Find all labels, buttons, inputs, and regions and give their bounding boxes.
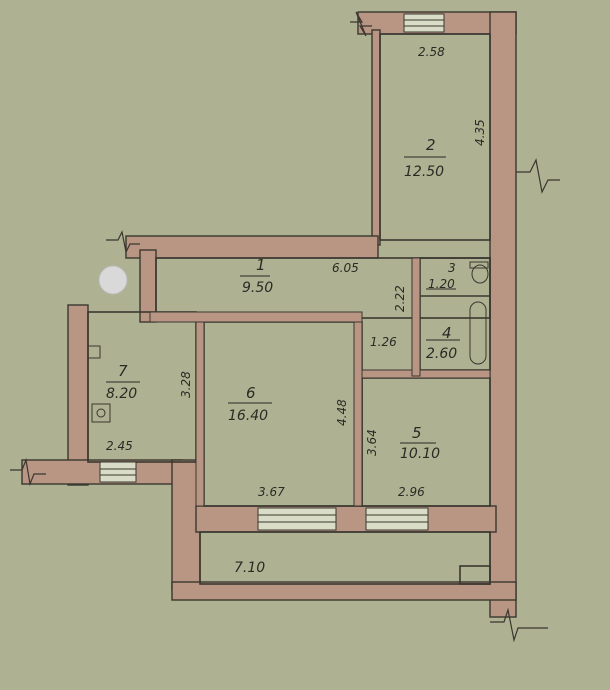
room-3-number: 3: [448, 261, 456, 275]
fixtures: [87, 261, 489, 423]
break-mark-left-lower: [10, 457, 46, 487]
bathtub-icon: [469, 301, 487, 365]
toilet-icon: [471, 264, 489, 284]
wall-corridor-bottom: [149, 311, 363, 323]
room-5-number: 5: [412, 424, 422, 442]
stove-icon: [91, 403, 111, 423]
room-labels: 2 12.50 1 9.50 3 1.20 4 2.60 5 10.10 6 1…: [106, 136, 457, 462]
dim-room6-length: 4.48: [335, 399, 349, 426]
dim-room6-width: 3.67: [258, 485, 285, 499]
windows: [99, 13, 445, 531]
break-mark-left-upper: [106, 230, 140, 254]
outer-walls: [21, 11, 517, 618]
dim-balcony: 7.10: [234, 560, 265, 576]
room-7-number: 7: [118, 362, 128, 380]
dim-corridor-length: 6.05: [332, 261, 359, 275]
dim-room2-length: 4.35: [473, 119, 487, 146]
room-5-area: 10.10: [400, 446, 440, 462]
wall-bath-left: [411, 257, 421, 377]
sink-icon: [87, 345, 101, 359]
balcony-outline: [199, 531, 491, 585]
toilet-tank-icon: [469, 261, 489, 269]
wall-upper-corridor: [125, 235, 379, 259]
break-mark-right: [516, 158, 560, 194]
stove-burner-icon: [96, 408, 106, 418]
room-6-number: 6: [246, 384, 256, 402]
dim-room2-width: 2.58: [418, 45, 445, 59]
break-marks: [10, 11, 560, 643]
balcony-niche: [459, 565, 491, 585]
wall-balcony-top: [195, 505, 497, 533]
window-room-5: [365, 507, 429, 531]
dim-room7-width: 2.45: [106, 439, 133, 453]
window-room-7: [99, 461, 137, 483]
break-mark-bottom: [490, 607, 548, 643]
marker-dot-icon: [98, 265, 128, 295]
room-1-area: 9.50: [242, 280, 273, 296]
window-room-2: [403, 13, 445, 33]
wall-6-right: [353, 317, 363, 507]
room-2-area: 12.50: [404, 164, 444, 180]
wall-left-room2: [371, 29, 381, 246]
room-4-number: 4: [442, 324, 452, 342]
wall-6-left: [195, 317, 205, 507]
window-room-6: [257, 507, 337, 531]
room-2-outline: [379, 33, 491, 241]
room-4-area: 2.60: [426, 346, 457, 362]
interior-wall-fills: [149, 257, 491, 507]
wall-kitchen-left: [67, 304, 89, 486]
area-underlines: [106, 156, 460, 444]
dim-corridor-width: 2.22: [393, 285, 407, 312]
room-3-area: 1.20: [428, 277, 455, 291]
dimension-labels: 2.58 4.35 6.05 2.22 1.26 3.28 2.45 4.48 …: [106, 45, 487, 576]
room-6-area: 16.40: [228, 408, 268, 424]
dim-room5-width: 2.96: [398, 485, 425, 499]
break-mark-top: [350, 11, 372, 37]
dim-room5-length: 3.64: [365, 429, 379, 456]
wall-5-top: [361, 369, 491, 379]
room-2-number: 2: [426, 136, 436, 154]
dim-passage: 1.26: [370, 335, 397, 349]
room-7-area: 8.20: [106, 386, 137, 402]
wall-bottom: [171, 581, 517, 601]
room-1-number: 1: [256, 256, 266, 274]
dim-room7-length: 3.28: [179, 371, 193, 398]
